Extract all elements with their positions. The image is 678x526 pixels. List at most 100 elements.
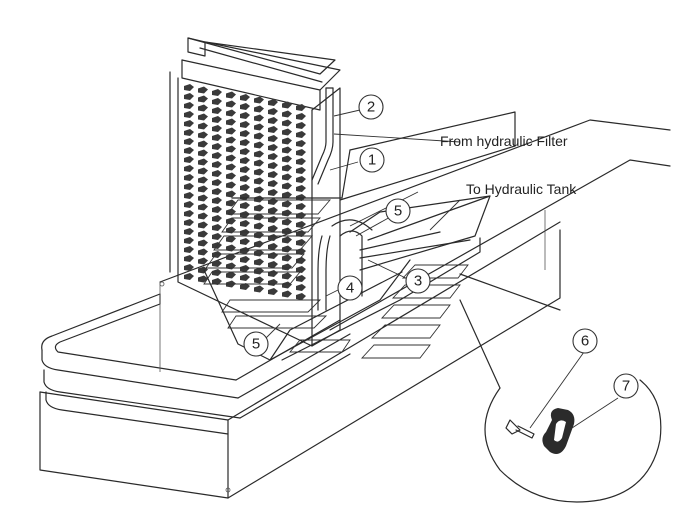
callout-7: 7 <box>613 373 639 399</box>
fin-mark <box>184 147 194 154</box>
fin-mark <box>212 233 222 240</box>
hydraulic-pipes <box>311 87 471 311</box>
fin-mark <box>212 125 222 132</box>
fin-mark <box>296 293 306 300</box>
fin-mark <box>226 163 236 171</box>
fin-mark <box>254 177 264 185</box>
fin-mark <box>254 195 264 203</box>
fin-mark <box>254 240 264 248</box>
fin-mark <box>184 129 194 136</box>
fin-mark <box>268 189 278 196</box>
fin-mark <box>282 155 292 163</box>
bolt-part <box>505 419 535 439</box>
fin-mark <box>282 191 292 199</box>
fin-mark <box>240 94 250 101</box>
fin-mark <box>226 190 236 198</box>
fin-mark <box>184 156 194 163</box>
fin-mark <box>198 194 208 202</box>
fin-mark <box>254 105 264 113</box>
fin-mark <box>198 239 208 247</box>
fin-mark <box>268 198 278 205</box>
fin-mark <box>268 162 278 169</box>
fin-mark <box>240 139 250 146</box>
fin-mark <box>282 146 292 154</box>
fin-mark <box>226 145 236 153</box>
fin-mark <box>184 273 194 280</box>
fin-mark <box>254 141 264 149</box>
label-to-hydraulic-tank: To Hydraulic Tank <box>466 181 577 197</box>
fin-mark <box>212 206 222 213</box>
fin-mark <box>282 200 292 208</box>
fin-mark <box>198 149 208 157</box>
fin-mark <box>254 267 264 275</box>
fin-mark <box>268 216 278 223</box>
fin-mark <box>184 255 194 262</box>
fin-mark <box>226 253 236 261</box>
fin-mark <box>198 212 208 220</box>
fin-mark <box>268 153 278 160</box>
fin-mark <box>212 107 222 114</box>
fin-mark <box>296 158 306 165</box>
fin-mark <box>212 224 222 231</box>
fin-mark <box>282 101 292 109</box>
fin-mark <box>282 218 292 226</box>
fin-mark <box>212 179 222 186</box>
fin-mark <box>254 150 264 158</box>
fin-mark <box>212 260 222 267</box>
fin-mark <box>212 278 222 285</box>
fin-mark <box>226 154 236 162</box>
fin-mark <box>226 181 236 189</box>
fin-mark <box>296 104 306 111</box>
fin-mark <box>198 167 208 175</box>
fin-mark <box>212 89 222 96</box>
fin-mark <box>282 227 292 235</box>
fin-mark <box>254 123 264 131</box>
callout-5-upper: 5 <box>385 198 411 224</box>
fin-mark <box>198 86 208 94</box>
fin-mark <box>268 252 278 259</box>
fin-mark <box>184 228 194 235</box>
fin-mark <box>296 203 306 210</box>
fin-mark <box>198 131 208 139</box>
fin-mark <box>240 229 250 236</box>
fin-mark <box>184 165 194 172</box>
fin-mark <box>184 183 194 190</box>
fin-mark <box>212 197 222 204</box>
fin-mark <box>198 113 208 121</box>
fin-mark <box>212 188 222 195</box>
fin-mark <box>184 120 194 127</box>
fin-mark <box>226 109 236 117</box>
callout-number: 3 <box>414 273 422 290</box>
fin-mark <box>296 167 306 174</box>
fin-mark <box>184 93 194 100</box>
fin-mark <box>240 265 250 272</box>
fin-mark <box>268 261 278 268</box>
fin-mark <box>184 102 194 109</box>
fin-mark <box>268 117 278 124</box>
fin-mark <box>198 158 208 166</box>
fin-mark <box>254 231 264 239</box>
fin-mark <box>254 186 264 194</box>
clamp-part <box>542 408 575 454</box>
callout-3: 3 <box>405 268 431 294</box>
callout-number: 4 <box>346 280 354 297</box>
label-from-hydraulic-filter: From hydraulic Filter <box>440 133 568 149</box>
fin-mark <box>282 281 292 289</box>
fin-mark <box>296 221 306 228</box>
fin-mark <box>226 127 236 135</box>
fin-mark <box>282 209 292 217</box>
fin-mark <box>226 271 236 279</box>
callout-number: 7 <box>622 378 630 395</box>
fin-mark <box>198 122 208 130</box>
callout-lines <box>261 109 619 429</box>
fin-mark <box>198 257 208 265</box>
fin-mark <box>198 248 208 256</box>
fin-mark <box>296 113 306 120</box>
fin-mark <box>254 249 264 257</box>
fin-mark <box>240 193 250 200</box>
fin-mark <box>226 172 236 180</box>
fin-mark <box>296 257 306 264</box>
fin-mark <box>268 288 278 295</box>
